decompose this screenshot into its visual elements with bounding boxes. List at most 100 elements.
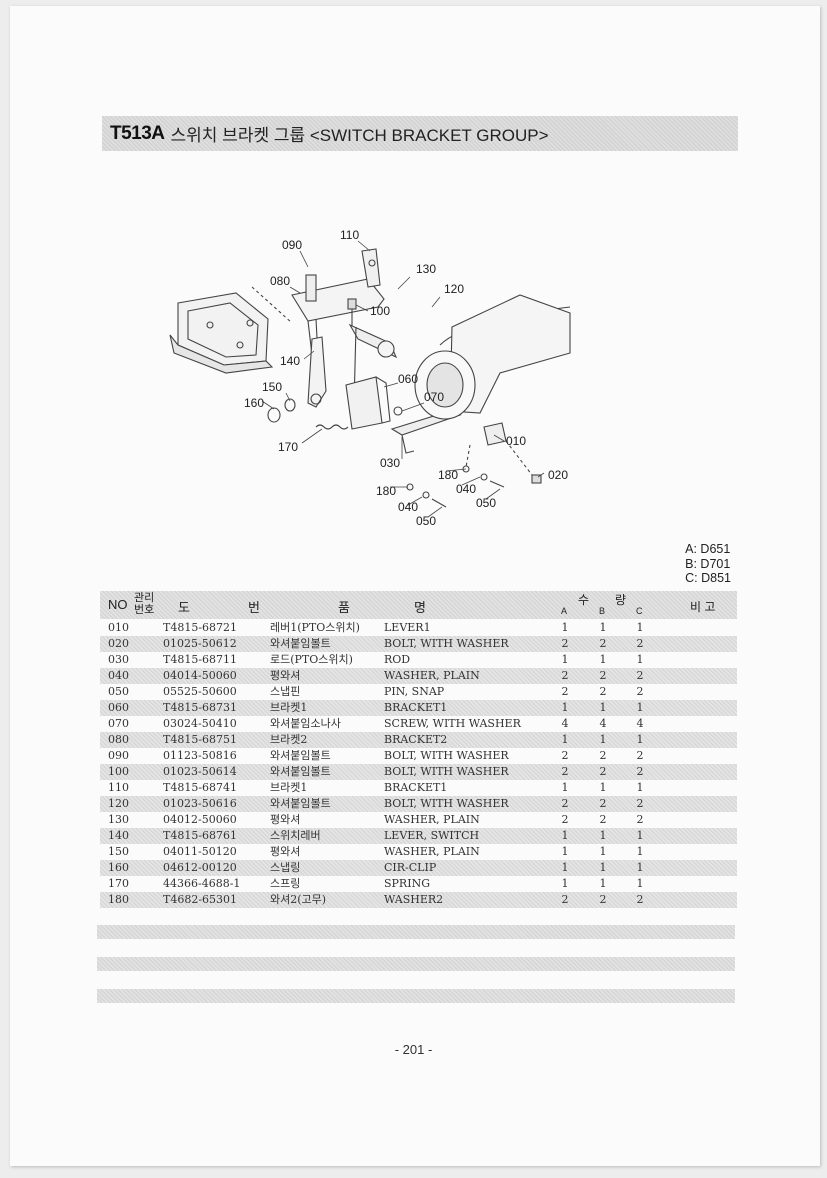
section-title-bar: T513A 스위치 브라켓 그룹 <SWITCH BRACKET GROUP> <box>102 116 738 151</box>
variant-a: A: D651 <box>685 542 731 556</box>
row-qty-a: 4 <box>561 717 569 730</box>
callout-130: 130 <box>416 262 436 276</box>
row-qty-a: 2 <box>561 685 569 698</box>
callout-050-upper: 050 <box>476 496 496 510</box>
row-no: 180 <box>108 893 129 906</box>
row-korean-name: 와셔2(고무) <box>270 893 327 906</box>
row-qty-a: 1 <box>561 733 569 746</box>
callout-040-lower: 040 <box>398 500 418 514</box>
row-qty-b: 2 <box>599 765 607 778</box>
header-remarks: 비 고 <box>690 600 716 614</box>
row-korean-name: 스위치레버 <box>270 829 321 842</box>
row-no: 040 <box>108 669 129 682</box>
row-qty-c: 2 <box>636 637 644 650</box>
variant-b: B: D701 <box>685 556 731 571</box>
row-part-number: 04012-50060 <box>163 813 237 826</box>
row-english-name: WASHER, PLAIN <box>384 845 480 858</box>
row-no: 120 <box>108 797 129 810</box>
callout-030: 030 <box>380 456 400 470</box>
page-number: - 201 - <box>394 1042 433 1057</box>
row-english-name: WASHER, PLAIN <box>384 813 480 826</box>
row-english-name: BOLT, WITH WASHER <box>384 765 509 778</box>
row-qty-a: 2 <box>561 637 569 650</box>
row-part-number: T4815-68751 <box>163 733 238 746</box>
row-qty-b: 2 <box>599 797 607 810</box>
header-do: 도 <box>178 600 190 615</box>
row-qty-c: 2 <box>636 797 644 810</box>
row-qty-a: 1 <box>561 653 569 666</box>
row-part-number: 01023-50614 <box>163 765 237 778</box>
row-qty-b: 1 <box>599 877 607 890</box>
variant-c: C: D851 <box>685 571 731 585</box>
row-no: 160 <box>108 861 129 874</box>
row-korean-name: 브라켓2 <box>270 733 308 746</box>
callout-170: 170 <box>278 440 298 454</box>
row-korean-name: 브라켓1 <box>270 701 308 714</box>
header-no: NO <box>108 597 128 612</box>
row-part-number: 05525-50600 <box>163 685 237 698</box>
row-qty-c: 1 <box>636 701 644 714</box>
row-part-number: 01023-50616 <box>163 797 237 810</box>
blank-row-bar <box>97 989 735 1003</box>
row-english-name: BRACKET1 <box>384 701 448 714</box>
row-korean-name: 와셔붙임볼트 <box>270 749 331 762</box>
row-qty-b: 1 <box>599 701 607 714</box>
exploded-parts-diagram: 110 090 130 080 120 100 140 060 150 070 … <box>169 228 571 528</box>
model-variants-legend: A: D651 B: D701 C: D851 <box>685 542 731 586</box>
row-no: 030 <box>108 653 129 666</box>
row-part-number: 04011-50120 <box>163 845 237 858</box>
row-korean-name: 스냅링 <box>270 861 301 874</box>
row-part-number: T4815-68741 <box>163 781 238 794</box>
row-english-name: LEVER1 <box>384 621 431 634</box>
callout-110: 110 <box>340 228 359 242</box>
row-korean-name: 와셔붙임소나사 <box>270 717 341 730</box>
group-code: T513A <box>110 122 165 144</box>
callout-150: 150 <box>262 380 282 394</box>
row-qty-a: 2 <box>561 749 569 762</box>
header-pum: 품 <box>338 600 350 615</box>
row-korean-name: 브라켓1 <box>270 781 308 794</box>
document-page <box>10 6 820 1166</box>
row-korean-name: 레버1(PTO스위치) <box>270 621 360 634</box>
row-english-name: CIR-CLIP <box>384 861 437 874</box>
row-part-number: 44366-4688-1 <box>163 877 241 890</box>
row-part-number: T4682-65301 <box>163 893 238 906</box>
header-myeong: 명 <box>414 600 426 615</box>
row-english-name: BOLT, WITH WASHER <box>384 749 509 762</box>
row-qty-a: 1 <box>561 861 569 874</box>
row-korean-name: 평와셔 <box>270 845 301 858</box>
callout-120: 120 <box>444 282 464 296</box>
row-no: 110 <box>108 781 129 794</box>
row-qty-a: 2 <box>561 797 569 810</box>
row-korean-name: 와셔붙임볼트 <box>270 637 331 650</box>
blank-row-bar <box>97 957 735 971</box>
row-qty-b: 4 <box>599 717 607 730</box>
header-b: B <box>599 606 606 616</box>
callout-060: 060 <box>398 372 418 386</box>
row-korean-name: 로드(PTO스위치) <box>270 653 353 666</box>
row-qty-c: 1 <box>636 861 644 874</box>
row-part-number: 01123-50816 <box>163 749 237 762</box>
header-ref: 관리 번호 <box>134 592 155 616</box>
row-english-name: ROD <box>384 653 411 666</box>
row-part-number: T4815-68761 <box>163 829 238 842</box>
row-qty-c: 1 <box>636 877 644 890</box>
row-no: 150 <box>108 845 129 858</box>
row-english-name: BOLT, WITH WASHER <box>384 637 509 650</box>
row-english-name: BRACKET2 <box>384 733 448 746</box>
row-no: 020 <box>108 637 129 650</box>
row-part-number: 03024-50410 <box>163 717 237 730</box>
header-a: A <box>561 606 568 616</box>
header-beon: 번 <box>248 600 260 615</box>
row-qty-a: 1 <box>561 877 569 890</box>
row-english-name: LEVER, SWITCH <box>384 829 480 842</box>
row-qty-a: 1 <box>561 781 569 794</box>
row-no: 090 <box>108 749 129 762</box>
row-qty-c: 1 <box>636 653 644 666</box>
